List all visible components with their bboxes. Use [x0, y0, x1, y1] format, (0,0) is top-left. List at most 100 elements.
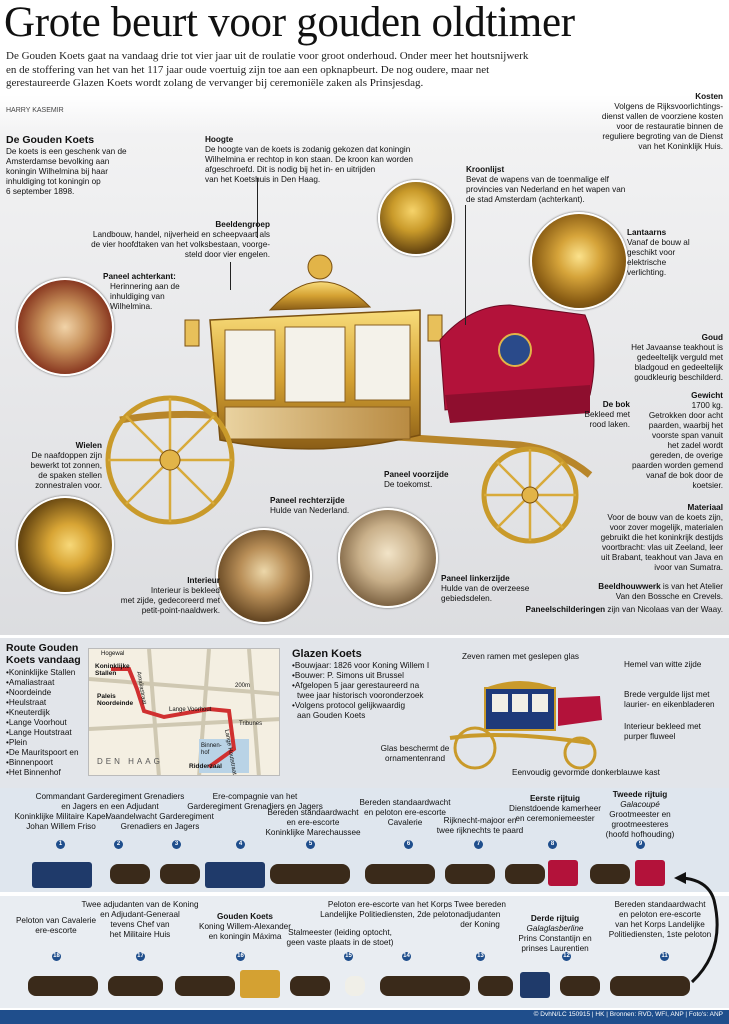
glazen-bullet: •Bouwjaar: 1826 voor Koning Willem I [292, 661, 430, 670]
map-label-ridderzaal: Ridderzaal [189, 763, 222, 770]
glazen-label-interieur: Interieur bekleed met purper fluweel [624, 722, 701, 742]
glazen-label-glas: Glas beschermt de ornamentenrand [370, 744, 460, 764]
gk-line: De koets is een geschenk van de [6, 147, 127, 156]
procession-label-line: adjudanten [459, 910, 501, 919]
photo-interior-circle [216, 528, 312, 624]
hoogte-line: van het Koetshuis in Den Haag. [205, 175, 321, 184]
glazen-koets-illustration [449, 681, 602, 770]
interieur-title: Interieur [187, 576, 220, 585]
procession-label-line: Bereden standaardwacht [614, 900, 706, 909]
procession-label-line: Peloton van Cavalerie [15, 916, 97, 925]
procession-number-badge: 6 [404, 840, 413, 849]
kosten-block: Kosten Volgens de Rijksvoorlichtings- di… [533, 92, 723, 152]
route-item: •Lange Houtstraat [6, 728, 72, 737]
interieur-line: petit-point-naaldwerk. [141, 606, 220, 615]
procession-number-badge: 9 [636, 840, 645, 849]
procession-label-line: Politiediensten, 1ste peloton [608, 930, 712, 939]
procession-label-line: en ceremoniemeester [515, 814, 595, 823]
procession-label-line: Stalmeester (leiding optocht, [288, 928, 392, 937]
gewicht-title: Gewicht [691, 391, 723, 400]
gewicht-line: Getrokken door acht [648, 411, 723, 420]
procession-label-line: Commandant Garderegiment Grenadiers [35, 792, 185, 801]
procession-label-line: Rijknecht-majoor en [443, 816, 517, 825]
procession-label-line: geen vaste plaats in de stoet) [286, 938, 394, 947]
gewicht-line: voorste span vanuit [651, 431, 723, 440]
wielen-line: de spaken stellen [38, 471, 102, 480]
wielen-title: Wielen [75, 441, 102, 450]
procession-number-badge: 3 [172, 840, 181, 849]
map-label-binnenhof-2: hof [201, 750, 210, 756]
kosten-title: Kosten [695, 92, 723, 101]
procession-number-badge: 4 [236, 840, 245, 849]
procession-number-badge: 16 [236, 952, 245, 961]
procession-label-line: Landelijke Politiediensten, 2de peloton [320, 910, 460, 919]
schilder-title: Paneelschilderingen [525, 605, 606, 614]
route-item: •Koninklijke Stallen [6, 668, 76, 677]
materiaal-line: ivoor van Sumatra. [654, 563, 723, 572]
lantaarns-title: Lantaarns [627, 228, 667, 237]
map-label-stallen-2: Stallen [95, 670, 117, 677]
lantaarns-block: Lantaarns Vanaf de bouw al geschikt voor… [627, 228, 727, 278]
glazen-title: Glazen Koets [292, 648, 362, 660]
procession-label-line: Gouden Koets [217, 912, 273, 921]
paneel-links-title: Paneel linkerzijde [441, 574, 510, 583]
hoogte-line: afgeschroefd. Dit is nodig bij het in- e… [205, 165, 376, 174]
procession-label-line: en peloton ere-escorte [364, 808, 446, 817]
beeldhouwwerk-block: Beeldhouwwerk is van het Atelier Van den… [523, 582, 723, 602]
procession-label-line: twee rijknechts te paard [436, 826, 524, 835]
glazen-label-hemel: Hemel van witte zijde [624, 660, 702, 669]
procession-label-line: (hoofd hofhouding) [605, 830, 675, 839]
map-label-city: DEN HAAG [97, 757, 163, 766]
procession-label-line: en koningin Máxima [208, 932, 282, 941]
map-label-tribunes: Tribunes [239, 721, 263, 727]
leader-line [257, 178, 258, 238]
gk-line: inhuldiging tot koningin op [6, 177, 101, 186]
credit-bar [0, 1010, 729, 1024]
procession-label-line: Tweede rijtuig [612, 790, 668, 799]
wielen-line: bewerkt tot zonnen, [30, 461, 102, 470]
procession-label-line: Koning Willem-Alexander [199, 922, 291, 931]
hoogte-line: De hoogte van de koets is zodanig gekoze… [205, 145, 411, 154]
procession-return-arrow [674, 872, 719, 984]
gewicht-line: paarden worden gemend [631, 461, 723, 470]
gewicht-line: paarden, waarbij het [648, 421, 723, 430]
procession-number-badge: 17 [136, 952, 145, 961]
paneel-rechts-line: Hulde van Nederland. [270, 506, 350, 515]
paneel-rechterzijde-block: Paneel rechterzijde Hulde van Nederland. [270, 496, 380, 516]
glazen-label-lijst-1: Brede vergulde lijst met [624, 690, 710, 699]
procession-label-line: Prins Constantijn en [518, 934, 592, 943]
paneel-voor-line: De toekomst. [384, 480, 433, 489]
schilder-text: zijn van Nicolaas van der Waay. [605, 605, 723, 614]
author: HARRY KASEMIR [6, 107, 64, 114]
goud-title: Goud [701, 333, 723, 342]
procession-number-badge: 12 [562, 952, 571, 961]
procession-number-badge: 13 [476, 952, 485, 961]
beeldhouw-line: Van den Bossche en Crevels. [615, 592, 723, 601]
gewicht-line: 1700 kg. [691, 401, 723, 410]
leader-line [465, 205, 466, 325]
map-label-binnenhof-1: Binnen- [201, 743, 222, 749]
kosten-line: dienst vallen de voorziene kosten [601, 112, 723, 121]
credit-text: © DvhN/LC 150915 | HK | Bronnen: RVD, WF… [533, 1011, 723, 1018]
map-label-paleis: Paleis Noordeinde [97, 693, 133, 707]
photo-wheel-circle [16, 496, 114, 594]
materiaal-line: voortbracht: vlas uit Zeeland, leer [601, 543, 723, 552]
procession-label-line: Garderegiment Grenadiers en Jagers [187, 802, 323, 811]
procession-label-line: Bereden standaardwacht [359, 798, 451, 807]
lantaarns-line: elektrische [627, 258, 667, 267]
kroonlijst-line: provincies van Nederland en het wapen va… [466, 185, 626, 194]
intro-line: De Gouden Koets gaat na vandaag drie tot… [6, 50, 529, 62]
gewicht-line: koetsier. [692, 481, 724, 490]
map-graphic [89, 649, 279, 775]
bok-block: De bok Bekleed met rood laken. [560, 400, 630, 430]
procession-label-line: Twee adjudanten van de Koning [81, 900, 199, 909]
intro-text: De Gouden Koets gaat na vandaag drie tot… [6, 50, 706, 91]
procession-label-line: tevens Chef van [110, 920, 170, 929]
route-list: •Koninklijke Stallen•Amaliastraat•Noorde… [6, 668, 96, 778]
glazen-bullet: •Afgelopen 5 jaar gerestaureerd na [292, 681, 420, 690]
